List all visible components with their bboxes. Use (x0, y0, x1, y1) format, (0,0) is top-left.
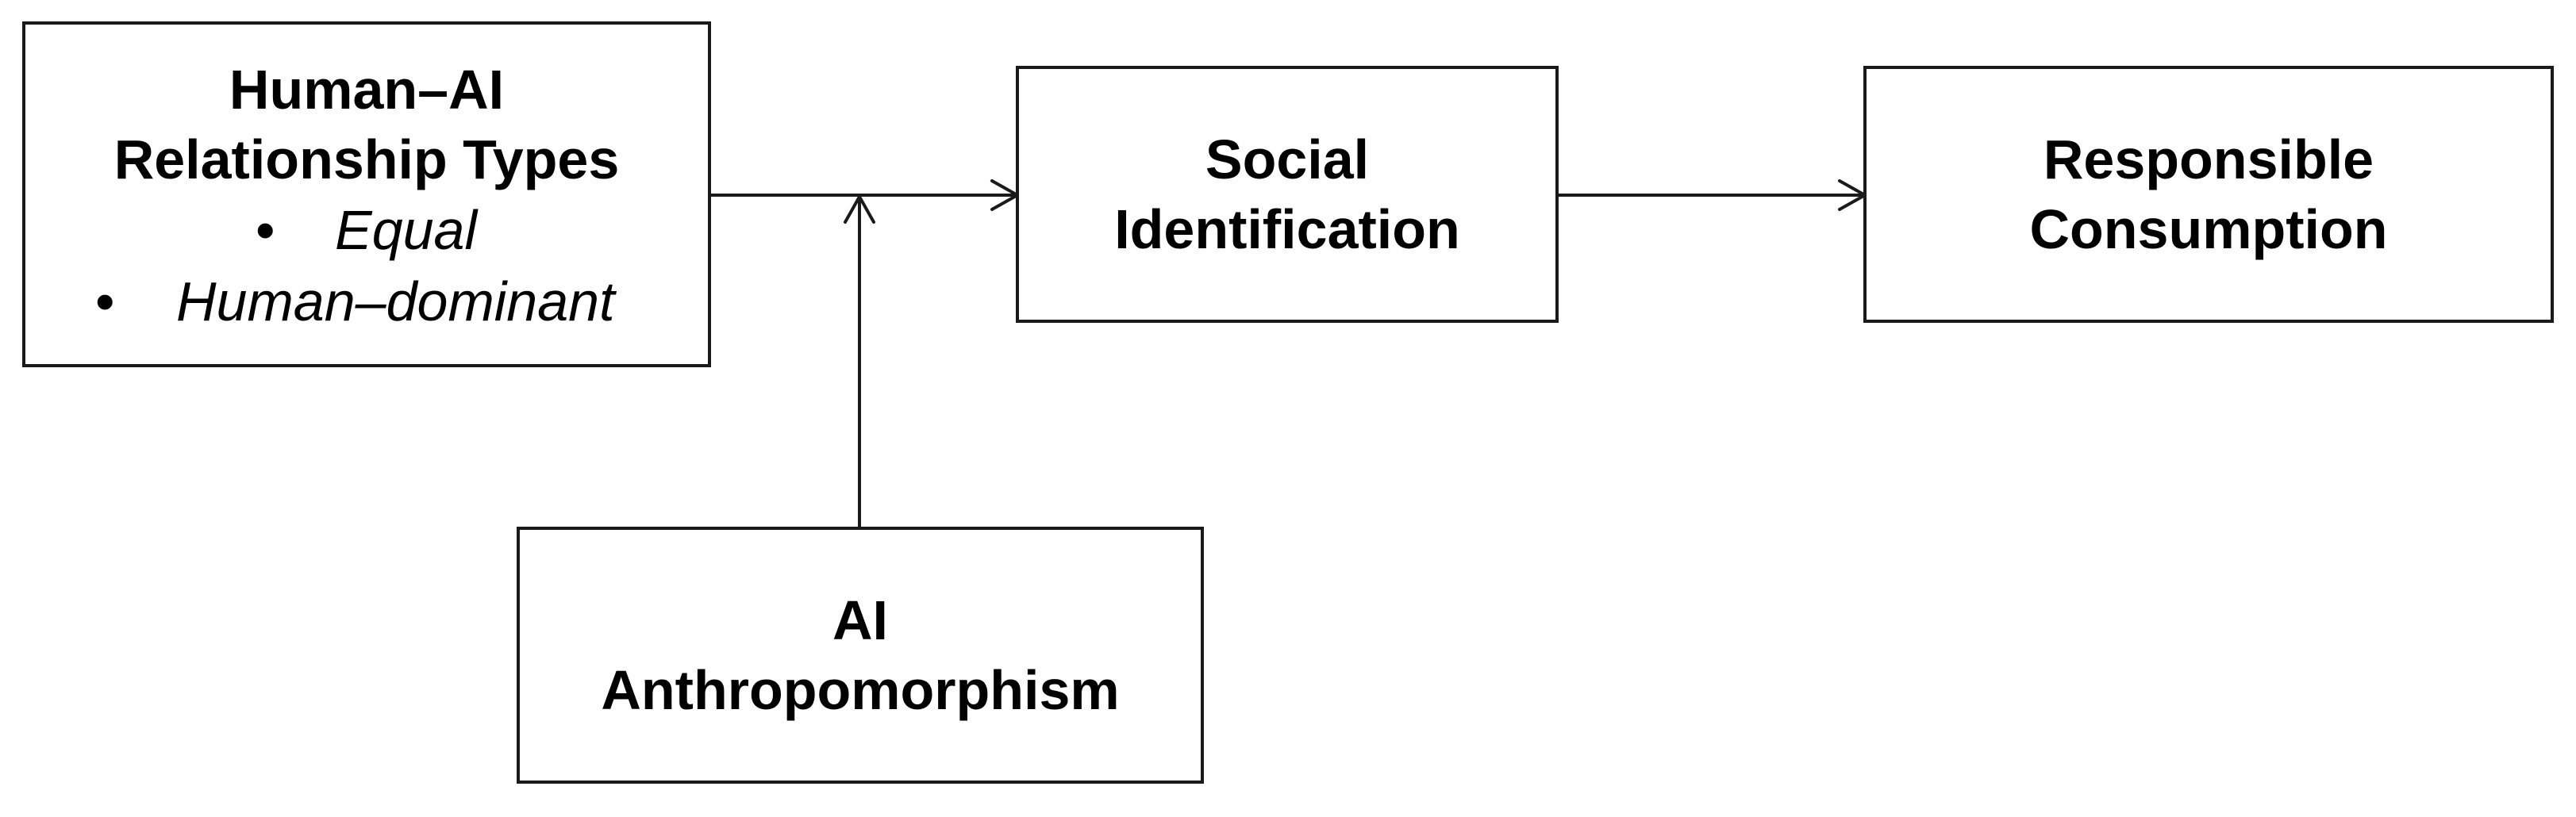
node-responsible-consumption-title: Responsible Consumption (2029, 128, 2388, 260)
node-responsible-consumption: Responsible Consumption (1863, 66, 2554, 323)
bullet-item-equal: • Equal (25, 194, 708, 266)
node-social-identification: Social Identification (1016, 66, 1559, 323)
node-social-identification-title: Social Identification (1114, 128, 1460, 260)
bullet-item-human-dominant: • Human–dominant (25, 266, 708, 337)
bullet-label-equal: Equal (335, 199, 478, 261)
bullet-icon: • (95, 270, 115, 332)
arrowhead-anthropomorphism-moderator (844, 195, 875, 224)
relationship-types-bullet-list: • Equal • Human–dominant (25, 194, 708, 339)
bullet-icon: • (256, 199, 275, 261)
node-relationship-types: Human–AI Relationship Types • Equal • Hu… (22, 21, 711, 367)
bullet-label-human-dominant: Human–dominant (176, 270, 615, 332)
node-ai-anthropomorphism: AI Anthropomorphism (517, 527, 1204, 784)
node-relationship-types-title: Human–AI Relationship Types (113, 59, 620, 190)
node-ai-anthropomorphism-title: AI Anthropomorphism (601, 589, 1120, 721)
